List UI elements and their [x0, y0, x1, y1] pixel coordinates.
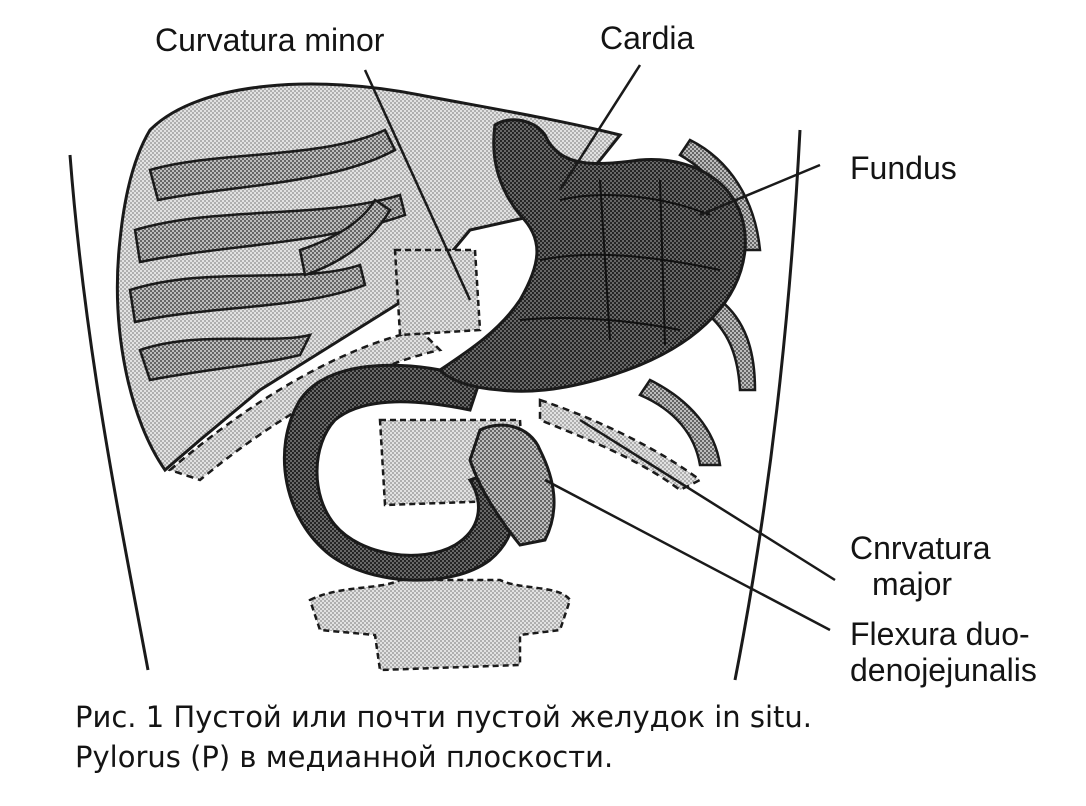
- label-curvatura-major-2: major: [872, 566, 953, 602]
- duodenojejunal-flexure: [468, 423, 556, 547]
- label-flexura-2: denojejunalis: [850, 652, 1037, 688]
- caption-line-2: Pylorus (P) в медианной плоскости.: [75, 740, 614, 774]
- label-curvatura-major-1: Cnrvatura: [850, 530, 991, 566]
- caption-line-1: Рис. 1 Пустой или почти пустой желудок i…: [75, 700, 812, 734]
- label-flexura-1: Flexura duo-: [850, 616, 1030, 652]
- stomach-folds: [519, 179, 721, 346]
- body-outline: [68, 129, 802, 681]
- label-cardia: Cardia: [600, 20, 695, 56]
- leader-lines: [363, 64, 836, 632]
- left-ribs: [128, 128, 407, 382]
- label-curvatura-minor: Curvatura minor: [155, 22, 385, 58]
- label-fundus: Fundus: [850, 150, 957, 186]
